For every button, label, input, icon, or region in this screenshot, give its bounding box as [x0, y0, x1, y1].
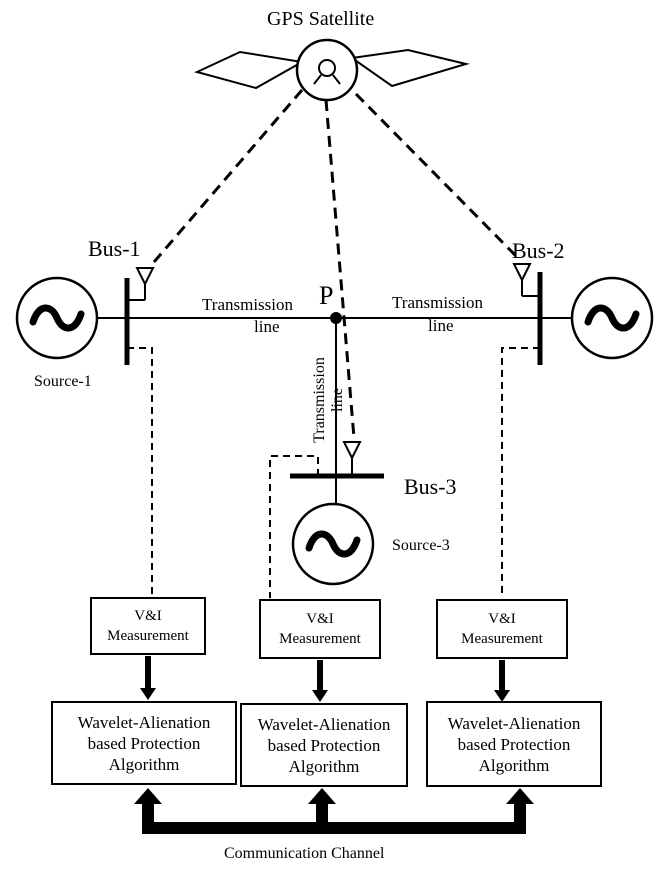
- measurement-box-1-line2: Measurement: [107, 628, 189, 644]
- algorithm-box-3-line2: based Protection: [457, 734, 571, 754]
- source-3-icon: [291, 502, 375, 586]
- vertical-line-label-2: line: [329, 388, 346, 412]
- gps-satellite-icon: [194, 38, 470, 102]
- measurement-box-3-line1: V&I: [488, 611, 516, 627]
- algorithm-box-2-line2: based Protection: [267, 735, 381, 755]
- bus-2-label: Bus-2: [512, 238, 565, 263]
- measurement-to-algorithm-arrows: [140, 656, 510, 702]
- source-1-icon: [15, 276, 99, 360]
- algorithm-box-1-line2: based Protection: [87, 733, 201, 753]
- antenna-bus3-icon: [342, 441, 362, 476]
- measurement-links: [127, 347, 540, 598]
- node-p-dot: [330, 312, 342, 324]
- bus-3-label: Bus-3: [404, 474, 457, 499]
- communication-channel-label: Communication Channel: [224, 845, 385, 862]
- left-line-label-1: Transmission: [202, 295, 294, 314]
- right-line-label-2: line: [428, 316, 454, 335]
- right-line-label-1: Transmission: [392, 293, 484, 312]
- measurement-box-3: V&I Measurement: [436, 599, 568, 659]
- algorithm-box-3-line1: Wavelet-Alienation: [447, 713, 581, 733]
- gps-link-bus2: [354, 92, 520, 260]
- gps-satellite-label: GPS Satellite: [267, 8, 375, 30]
- source-2-icon: [570, 276, 654, 360]
- antenna-bus2-icon: [512, 263, 540, 297]
- algorithm-box-3-line3: Algorithm: [478, 755, 550, 775]
- gps-link-bus3: [324, 99, 356, 439]
- vertical-line-label: Transmission line: [311, 340, 351, 460]
- algorithm-box-2-line1: Wavelet-Alienation: [257, 714, 391, 734]
- algorithm-box-1-line1: Wavelet-Alienation: [77, 712, 211, 732]
- vertical-line-label-1: Transmission: [311, 357, 328, 443]
- gps-links: [152, 89, 520, 439]
- communication-channel: [134, 788, 534, 834]
- bus-1-label: Bus-1: [88, 236, 141, 261]
- measurement-box-2-line2: Measurement: [279, 631, 361, 647]
- left-line-label-2: line: [254, 317, 280, 336]
- measurement-box-1: V&I Measurement: [90, 597, 206, 655]
- measurement-box-2: V&I Measurement: [259, 599, 381, 659]
- algorithm-box-2-line3: Algorithm: [288, 756, 360, 776]
- antenna-bus1-icon: [127, 267, 155, 301]
- algorithm-box-1-line3: Algorithm: [108, 754, 180, 774]
- gps-link-bus1: [152, 89, 304, 263]
- node-p-label: P: [319, 281, 334, 310]
- measurement-box-2-line1: V&I: [306, 611, 334, 627]
- measurement-box-3-line2: Measurement: [461, 631, 543, 647]
- measurement-box-1-line1: V&I: [134, 608, 162, 624]
- source-3-label: Source-3: [392, 537, 450, 554]
- source-1-label: Source-1: [34, 373, 92, 390]
